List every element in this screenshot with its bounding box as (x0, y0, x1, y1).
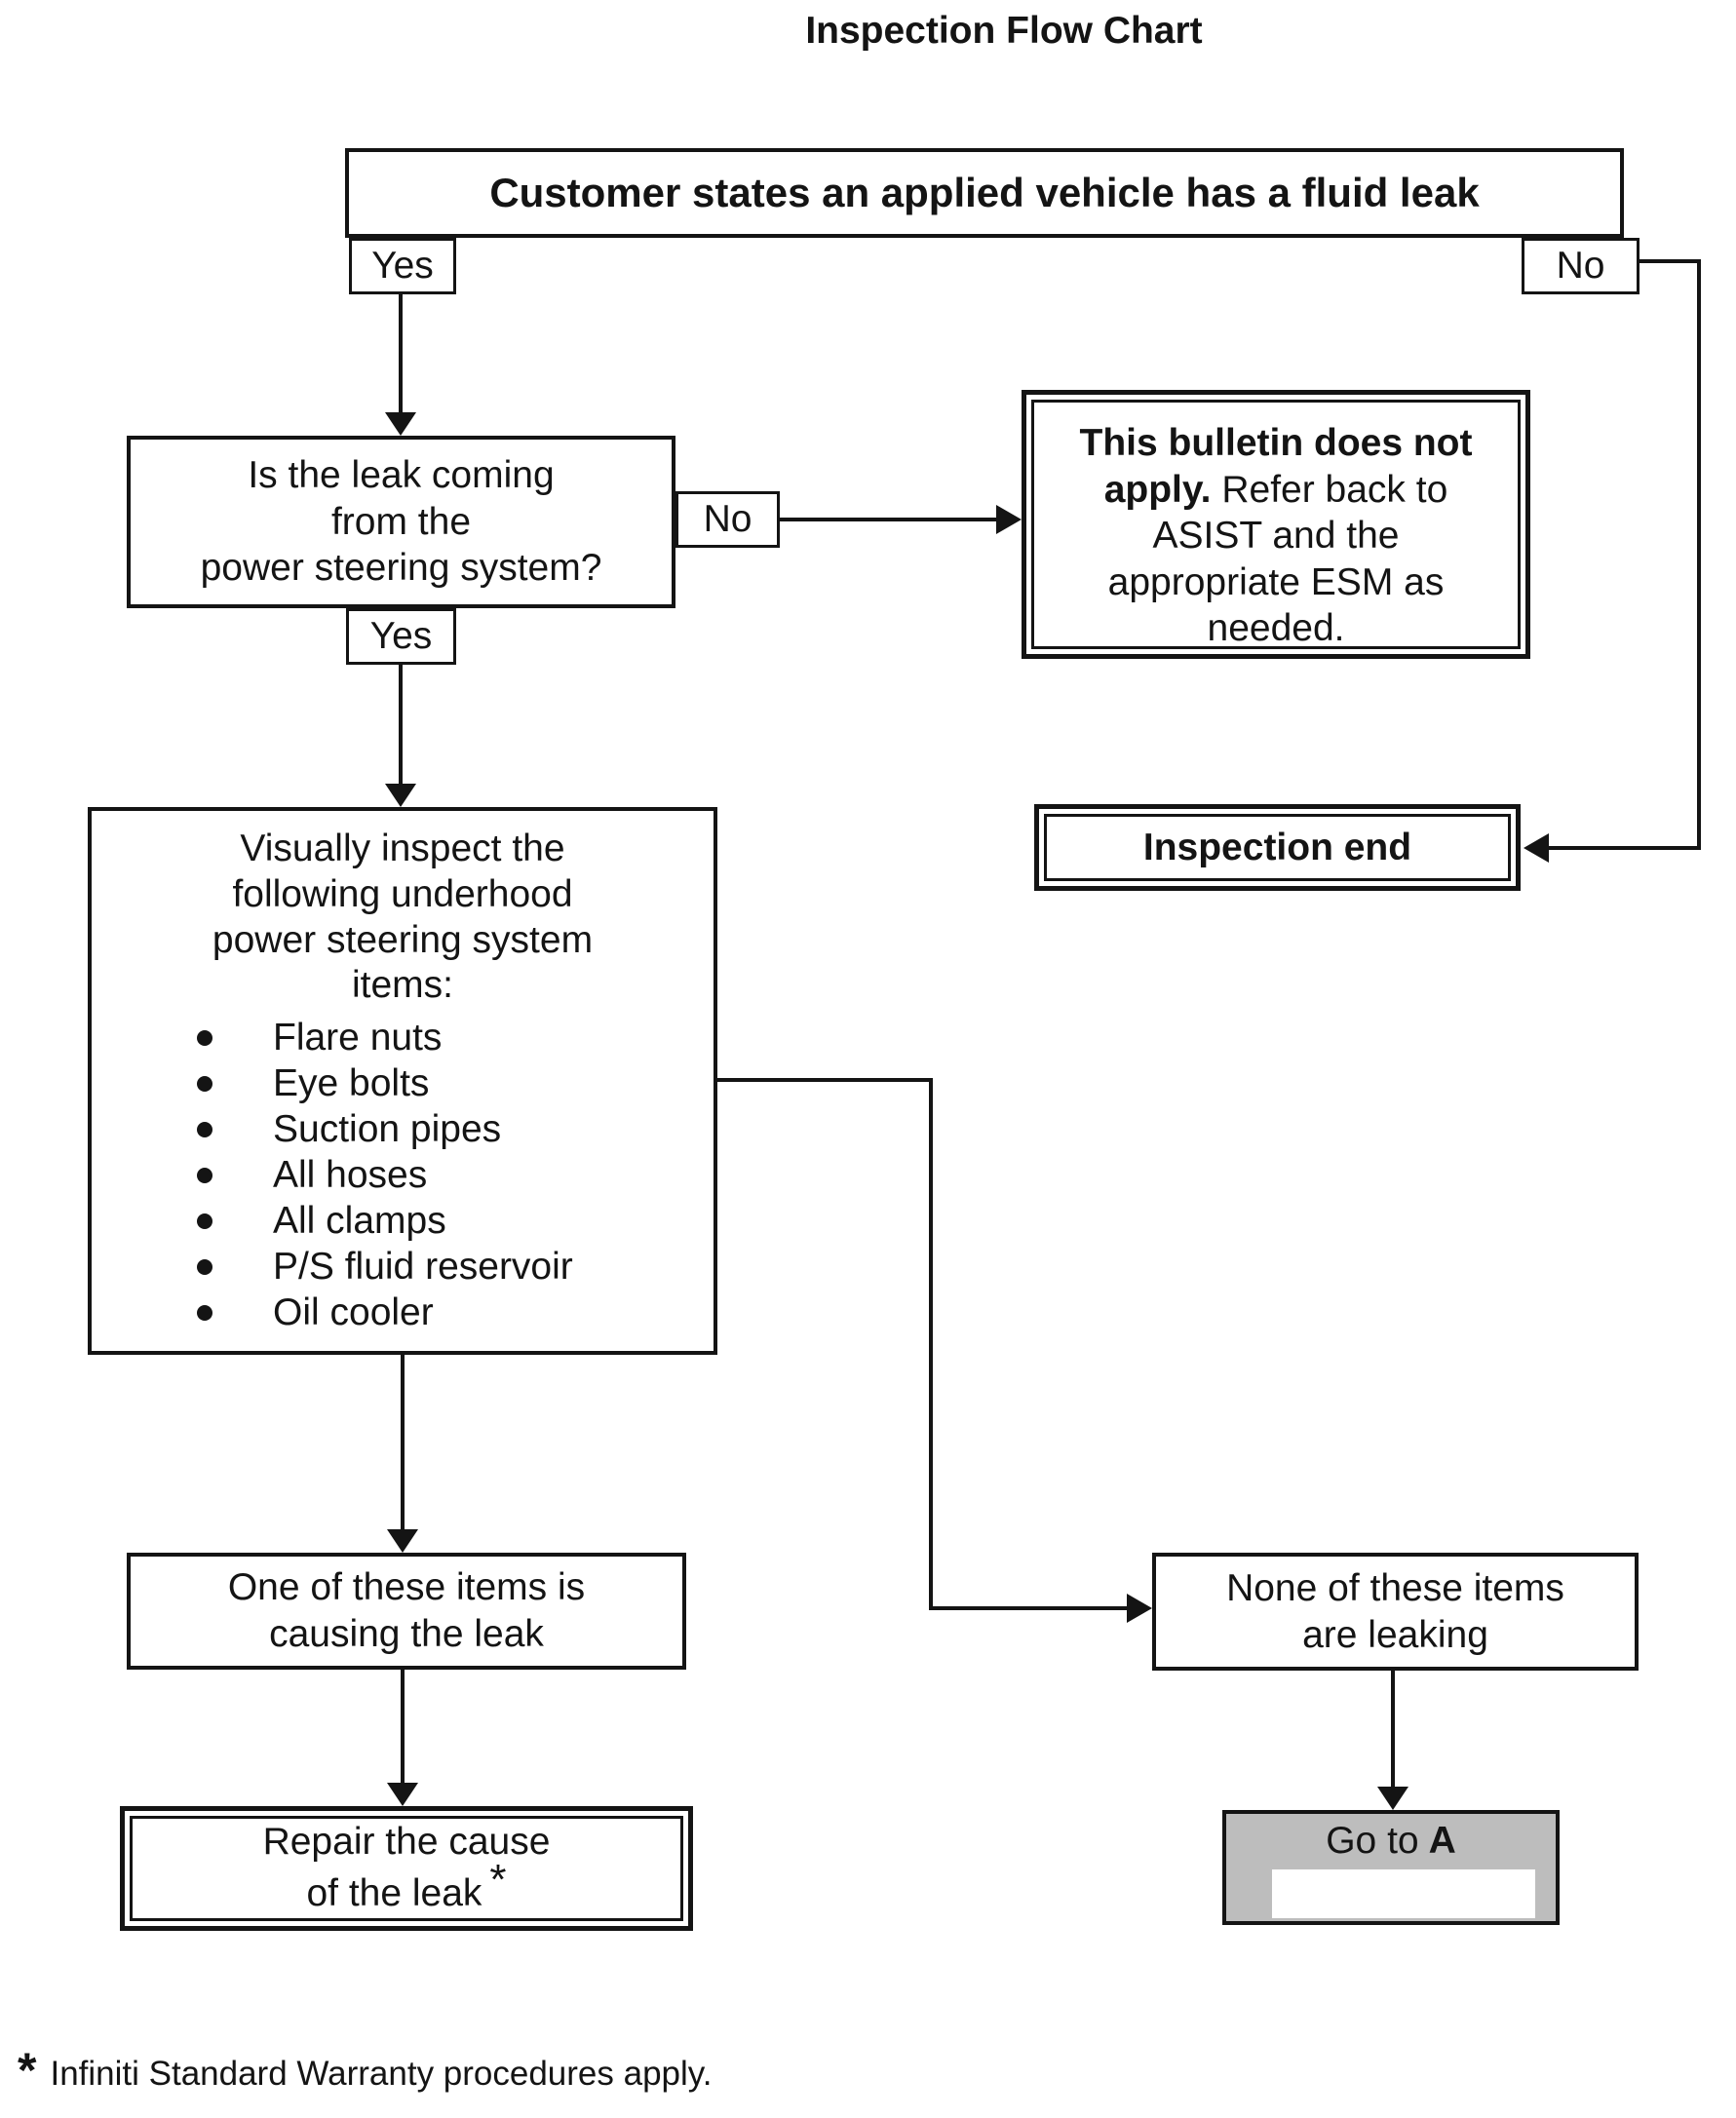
connector-branch-h1 (716, 1078, 933, 1082)
none-leaking-text: None of these items are leaking (1226, 1566, 1564, 1656)
bulletin-bold-text: This bulletin does not apply. (1079, 422, 1473, 511)
start-no-label: No (1522, 238, 1640, 294)
arrowhead-start-yes (385, 412, 416, 436)
one-item-text: One of these items is causing the leak (227, 1566, 586, 1655)
inspect-item: Suction pipes (197, 1106, 714, 1152)
footnote-asterisk: * (18, 2043, 37, 2098)
goto-a-target: A (1428, 1820, 1456, 1862)
connector-start-no-h (1639, 259, 1701, 263)
none-leaking-box: None of these items are leaking (1152, 1553, 1639, 1671)
inspect-box: Visually inspect the following underhood… (88, 807, 717, 1355)
arrowhead-one-box (387, 1529, 418, 1553)
start-yes-label: Yes (349, 238, 456, 294)
connector-start-no-v (1697, 259, 1701, 850)
connector-start-yes (399, 294, 403, 417)
bulletin-box: This bulletin does not apply. Refer back… (1022, 390, 1530, 659)
inspect-item: P/S fluid reservoir (197, 1244, 714, 1290)
connector-branch-v (929, 1078, 933, 1610)
inspection-end-text: Inspection end (1044, 814, 1511, 881)
footnote-text: Infiniti Standard Warranty procedures ap… (50, 2055, 713, 2093)
inspect-item-list: Flare nuts Eye bolts Suction pipes All h… (92, 1015, 714, 1335)
inspect-heading: Visually inspect the following underhood… (212, 828, 594, 1007)
connector-question-yes (399, 665, 403, 788)
arrowhead-repair-box (387, 1783, 418, 1806)
arrowhead-inspect (385, 784, 416, 807)
footnote: * Infiniti Standard Warranty procedures a… (18, 2040, 1187, 2098)
connector-start-no-h2 (1545, 846, 1701, 850)
arrowhead-bulletin (996, 505, 1022, 534)
connector-question-no (780, 518, 996, 521)
bulletin-normal-text: Refer back to ASIST and the appropriate … (1107, 468, 1448, 650)
repair-line1: Repair the cause (262, 1821, 551, 1864)
question-no-label: No (675, 491, 780, 548)
start-box: Customer states an applied vehicle has a… (345, 148, 1624, 238)
question-box: Is the leak coming from the power steeri… (127, 436, 675, 608)
one-item-box: One of these items is causing the leak (127, 1553, 686, 1670)
connector-inspect-one (401, 1355, 405, 1532)
inspect-item: All hoses (197, 1152, 714, 1198)
inspect-item: Flare nuts (197, 1015, 714, 1060)
arrowhead-inspection-end (1524, 833, 1549, 863)
inspection-end-box: Inspection end (1034, 804, 1521, 891)
question-yes-label: Yes (346, 608, 456, 665)
arrowhead-none-box (1127, 1594, 1152, 1623)
repair-line2: of the leak* (306, 1855, 507, 1914)
connector-none-goto (1391, 1671, 1395, 1790)
start-box-text: Customer states an applied vehicle has a… (489, 170, 1480, 216)
connector-branch-h2 (929, 1606, 1127, 1610)
question-box-text: Is the leak coming from the power steeri… (200, 454, 602, 590)
chart-title: Inspection Flow Chart (805, 10, 1203, 52)
connector-one-repair (401, 1670, 405, 1786)
repair-box: Repair the cause of the leak* (120, 1806, 693, 1931)
repair-asterisk: * (489, 1855, 507, 1904)
inspect-item: All clamps (197, 1198, 714, 1244)
arrowhead-goto-box (1377, 1787, 1408, 1810)
redacted-area (1272, 1869, 1535, 1918)
inspect-item: Eye bolts (197, 1060, 714, 1106)
inspect-item: Oil cooler (197, 1290, 714, 1335)
